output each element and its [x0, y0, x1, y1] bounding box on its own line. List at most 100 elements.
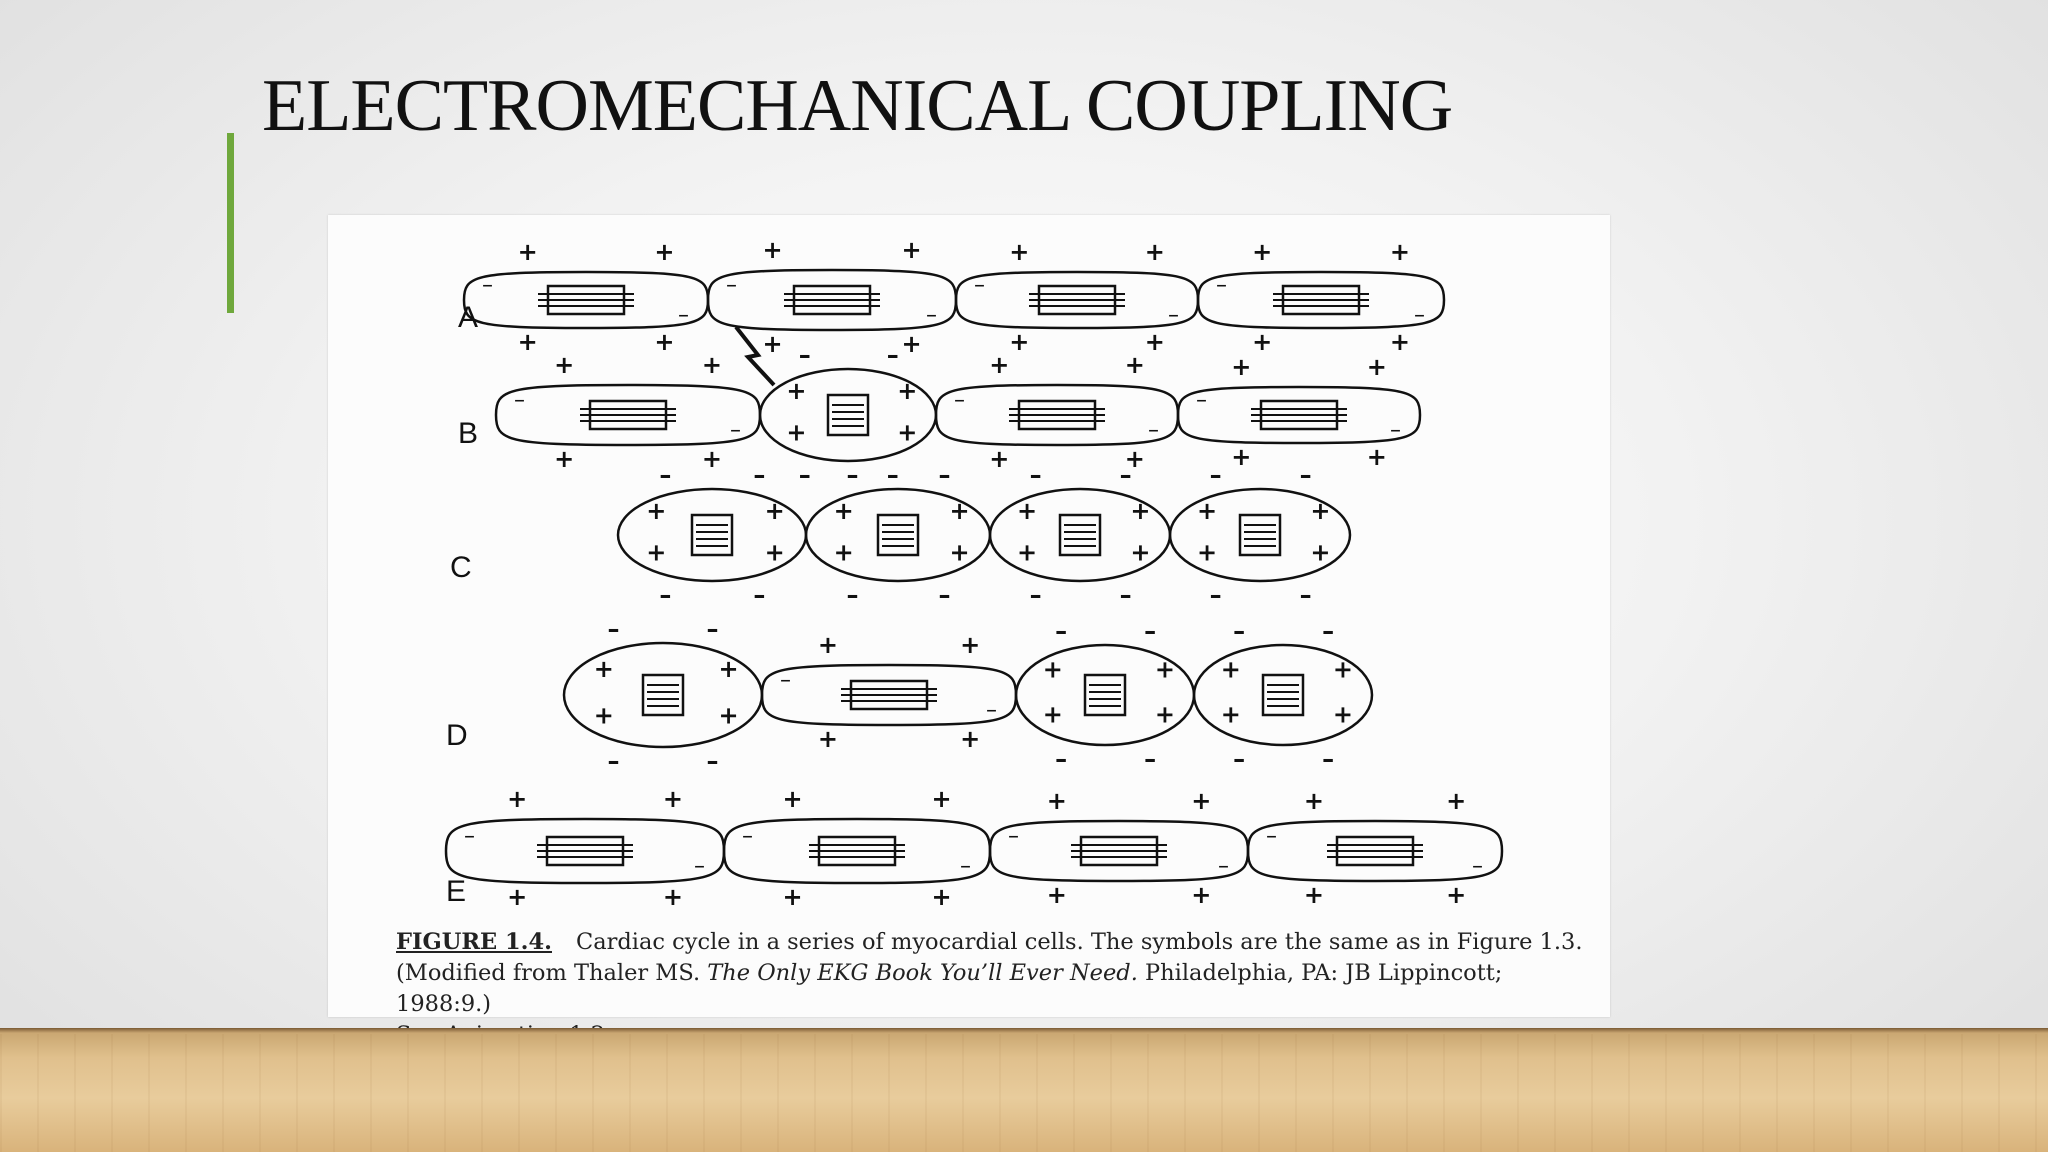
- myocardial-cell: ––++++: [444, 785, 726, 911]
- row-label-E: E: [446, 875, 466, 908]
- charge-plus: +: [1231, 443, 1251, 471]
- charge-plus: +: [1009, 238, 1029, 266]
- charge-minus: –: [846, 581, 858, 609]
- charge-minus: –: [1120, 581, 1132, 609]
- charge-plus: +: [960, 631, 980, 659]
- charge-plus: +: [960, 725, 980, 753]
- charge-plus: +: [1304, 881, 1324, 909]
- charge-minus: –: [780, 668, 791, 693]
- charge-plus: +: [1125, 445, 1145, 473]
- charge-minus: –: [1300, 461, 1312, 489]
- charge-minus: –: [1030, 461, 1042, 489]
- charge-plus: +: [1197, 497, 1217, 525]
- charge-plus: +: [518, 238, 538, 266]
- caption-line-1: FIGURE 1.4.Cardiac cycle in a series of …: [396, 927, 1596, 958]
- charge-plus: +: [554, 445, 574, 473]
- charge-plus: +: [763, 330, 783, 358]
- charge-minus: –: [694, 854, 705, 879]
- myocardial-cell: ++++––––: [1168, 461, 1352, 609]
- charge-minus: –: [1210, 581, 1222, 609]
- charge-minus: –: [753, 461, 765, 489]
- slide-title: ELECTROMECHANICAL COUPLING: [262, 65, 1453, 147]
- sarcomere-icon: [641, 673, 685, 717]
- charge-plus: +: [1125, 351, 1145, 379]
- charge-plus: +: [1252, 328, 1272, 356]
- charge-plus: +: [1155, 701, 1175, 729]
- charge-plus: +: [1333, 656, 1353, 684]
- charge-minus: –: [678, 303, 689, 328]
- caption-label: FIGURE 1.4.: [396, 929, 552, 955]
- charge-plus: +: [763, 236, 783, 264]
- charge-plus: +: [1252, 238, 1272, 266]
- charge-plus: +: [1191, 881, 1211, 909]
- charge-minus: –: [659, 461, 671, 489]
- charge-plus: +: [1191, 787, 1211, 815]
- charge-minus: –: [1322, 745, 1334, 773]
- lightning-bolt-icon: [734, 325, 776, 387]
- charge-plus: +: [1390, 238, 1410, 266]
- myocardial-cell: ––++++: [462, 238, 710, 356]
- caption-line-2: (Modified from Thaler MS. The Only EKG B…: [396, 958, 1596, 1020]
- sarcomere-icon: [1261, 673, 1305, 717]
- charge-minus: –: [1196, 388, 1207, 413]
- charge-plus: +: [901, 330, 921, 358]
- charge-plus: +: [1047, 787, 1067, 815]
- myocardial-cell: ––++++: [1176, 353, 1422, 471]
- charge-minus: –: [707, 615, 719, 643]
- row-label-B: B: [458, 417, 478, 450]
- charge-plus: +: [702, 351, 722, 379]
- charge-plus: +: [818, 725, 838, 753]
- myocardial-cell: ––++++: [954, 238, 1200, 356]
- row-label-C: C: [450, 551, 472, 584]
- charge-minus: –: [730, 418, 741, 443]
- charge-plus: +: [989, 445, 1009, 473]
- charge-plus: +: [1446, 881, 1466, 909]
- myocardial-cell: ++++––––: [758, 341, 938, 489]
- charge-minus: –: [986, 698, 997, 723]
- charge-minus: –: [1300, 581, 1312, 609]
- charge-minus: –: [753, 581, 765, 609]
- charge-plus: +: [783, 785, 803, 813]
- charge-minus: –: [726, 273, 737, 298]
- charge-plus: +: [950, 497, 970, 525]
- charge-minus: –: [1472, 854, 1483, 879]
- charge-plus: +: [646, 497, 666, 525]
- myocardial-cell: ++++––––: [1014, 617, 1196, 773]
- charge-plus: +: [1221, 701, 1241, 729]
- row-label-D: D: [446, 719, 468, 752]
- charge-plus: +: [1017, 538, 1037, 566]
- caption-citation-start: (Modified from Thaler MS.: [396, 960, 708, 986]
- wood-floor: [0, 1028, 2048, 1152]
- charge-minus: –: [1055, 745, 1067, 773]
- charge-minus: –: [846, 461, 858, 489]
- charge-plus: +: [786, 418, 806, 446]
- charge-minus: –: [514, 388, 525, 413]
- charge-minus: –: [1266, 824, 1277, 849]
- cell-membrane: [1246, 819, 1504, 883]
- charge-minus: –: [608, 747, 620, 775]
- charge-minus: –: [1218, 854, 1229, 879]
- charge-plus: +: [1231, 353, 1251, 381]
- charge-plus: +: [901, 236, 921, 264]
- charge-plus: +: [646, 538, 666, 566]
- myocardial-cell: ––++++: [494, 351, 762, 473]
- charge-plus: +: [1130, 497, 1150, 525]
- charge-plus: +: [834, 497, 854, 525]
- charge-minus: –: [1233, 745, 1245, 773]
- charge-plus: +: [518, 328, 538, 356]
- charge-minus: –: [1390, 418, 1401, 443]
- charge-minus: –: [887, 461, 899, 489]
- charge-minus: –: [1216, 273, 1227, 298]
- charge-plus: +: [554, 351, 574, 379]
- charge-plus: +: [931, 785, 951, 813]
- charge-minus: –: [659, 581, 671, 609]
- charge-plus: +: [1155, 656, 1175, 684]
- charge-minus: –: [926, 303, 937, 328]
- charge-minus: –: [799, 341, 811, 369]
- charge-minus: –: [1008, 824, 1019, 849]
- charge-minus: –: [1210, 461, 1222, 489]
- accent-bar: [227, 133, 234, 313]
- figure-image: A––++++––++++––++++––++++B––++++++++––––…: [328, 215, 1610, 1048]
- charge-minus: –: [799, 461, 811, 489]
- myocardial-cell: ––++++: [988, 787, 1250, 909]
